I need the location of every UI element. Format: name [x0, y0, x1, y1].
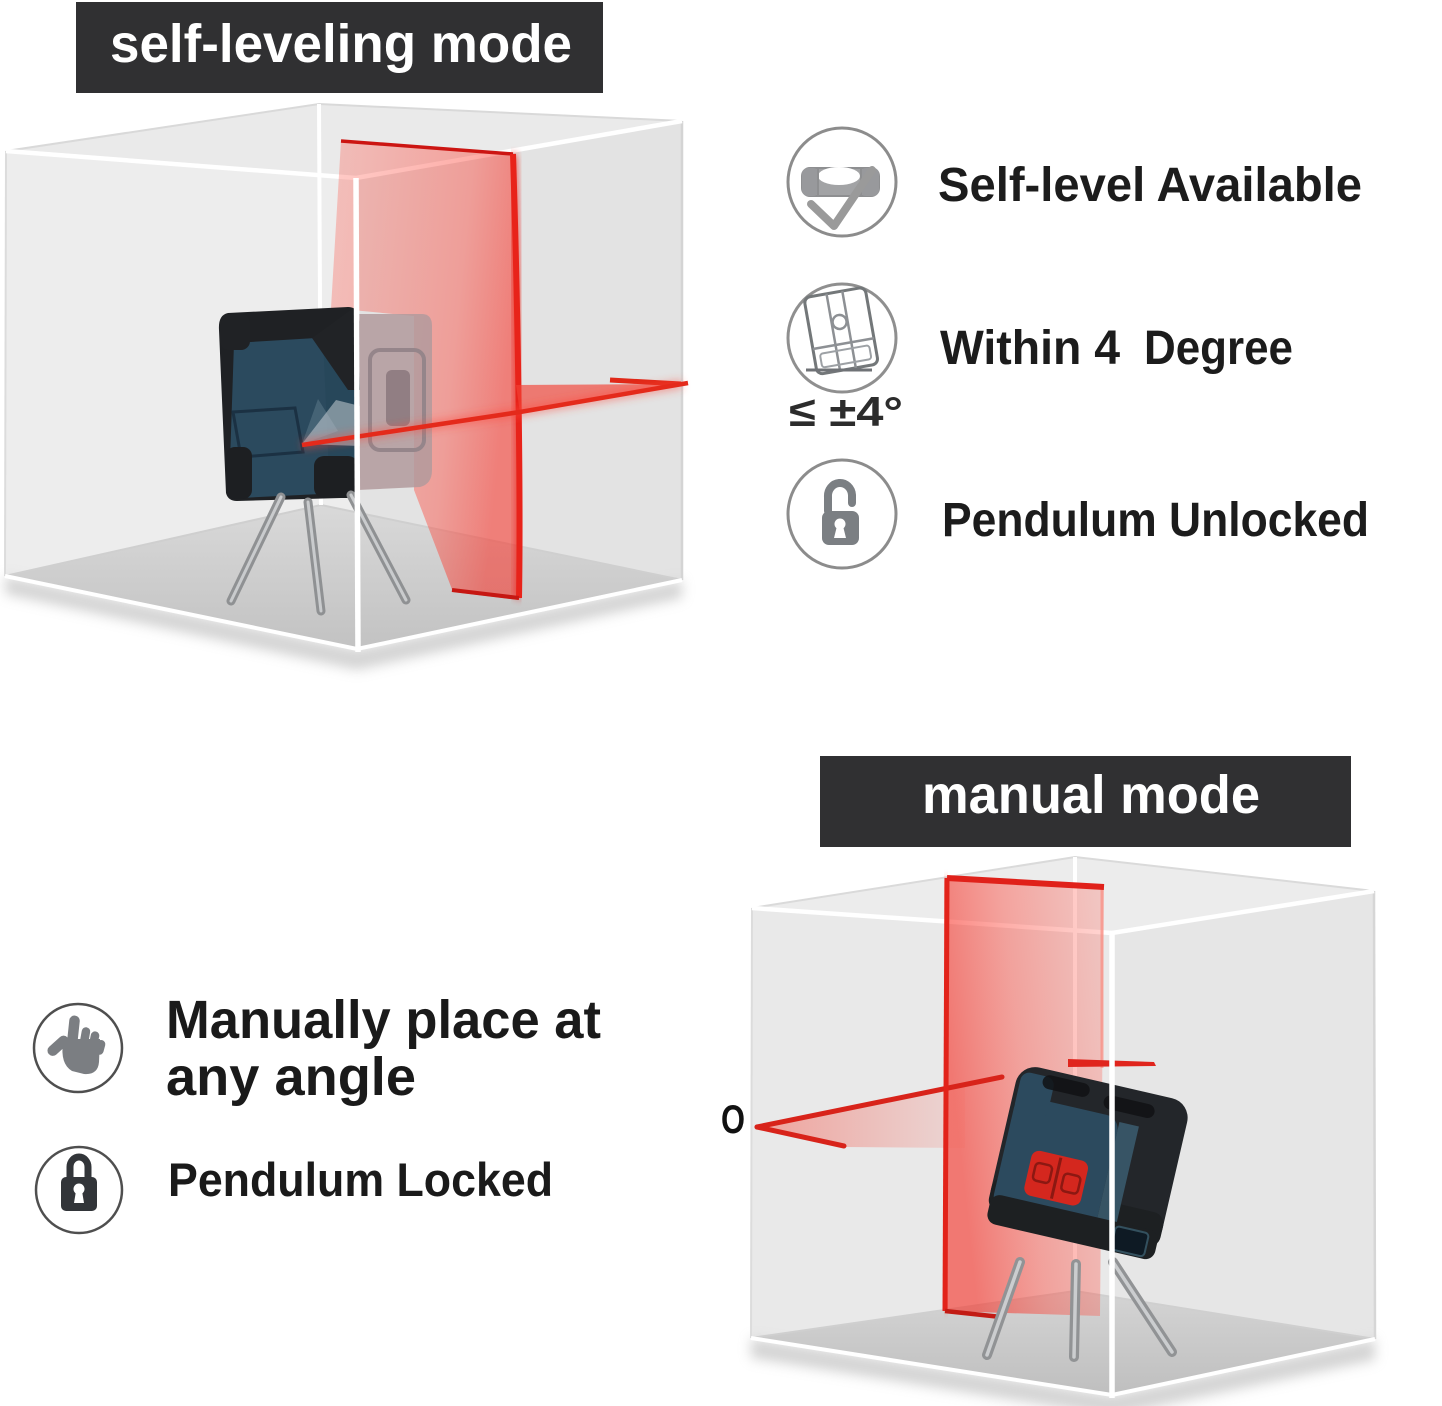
svg-text:Within 4: Within 4 [940, 322, 1120, 375]
svg-text:Degree: Degree [1144, 322, 1293, 375]
svg-text:≤ ±4°: ≤ ±4° [789, 388, 903, 435]
svg-text:Manually place at: Manually place at [166, 990, 601, 1050]
svg-text:manual mode: manual mode [922, 765, 1260, 825]
svg-text:Pendulum Unlocked: Pendulum Unlocked [942, 494, 1369, 547]
svg-text:Pendulum Locked: Pendulum Locked [168, 1153, 553, 1206]
svg-text:any angle: any angle [166, 1047, 416, 1107]
svg-text:O: O [721, 1098, 745, 1142]
svg-text:Self-level Available: Self-level Available [938, 159, 1362, 212]
svg-text:self-leveling mode: self-leveling mode [110, 14, 572, 74]
